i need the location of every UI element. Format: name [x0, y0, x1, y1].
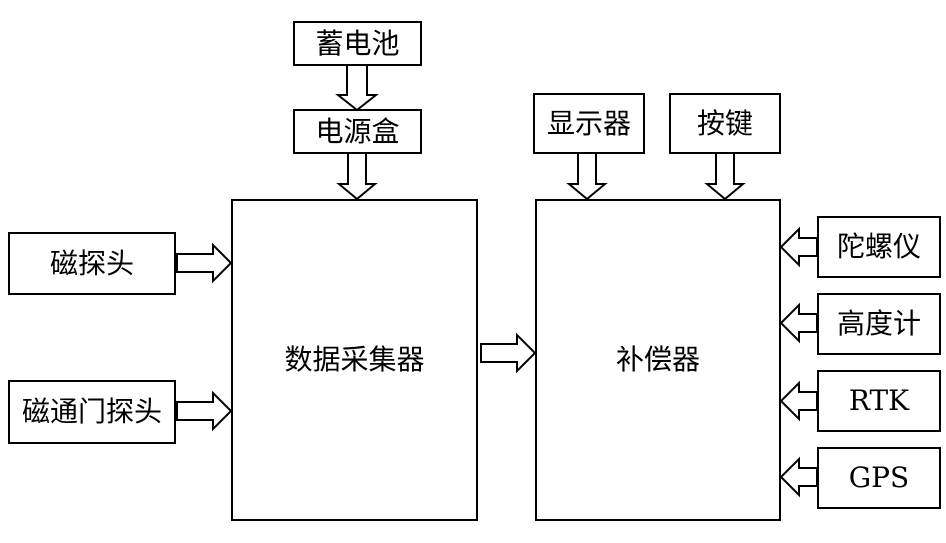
arrow-gyroscope-to-compensator	[779, 226, 818, 268]
arrow-altimeter-to-compensator	[779, 302, 818, 344]
altimeter-box: 高度计	[817, 293, 941, 355]
keys-box: 按键	[669, 93, 781, 154]
data-collector-box: 数据采集器	[231, 199, 478, 521]
altimeter-label: 高度计	[836, 307, 921, 340]
keys-label: 按键	[696, 106, 753, 140]
mag-probe-box: 磁探头	[8, 232, 176, 295]
arrow-display-to-compensator	[566, 152, 608, 201]
arrow-rtk-to-compensator	[779, 380, 818, 422]
arrow-keys-to-compensator	[704, 152, 746, 201]
data-collector-label: 数据采集器	[284, 343, 425, 376]
arrow-power-box-to-collector	[336, 152, 378, 201]
compensator-box: 补偿器	[535, 199, 781, 521]
battery-box: 蓄电池	[293, 21, 422, 66]
arrow-gps-to-compensator	[779, 456, 818, 498]
rtk-label: RTK	[848, 384, 910, 417]
mag-probe-label: 磁探头	[49, 246, 134, 280]
display-label: 显示器	[546, 106, 631, 140]
gps-label: GPS	[848, 461, 910, 494]
arrow-battery-to-power-box	[335, 64, 379, 112]
compensator-label: 补偿器	[615, 343, 700, 376]
gyroscope-box: 陀螺仪	[817, 216, 941, 278]
arrow-fluxgate-to-collector	[176, 390, 233, 432]
power-box-label: 电源盒	[315, 114, 400, 148]
display-box: 显示器	[533, 93, 645, 154]
gyroscope-label: 陀螺仪	[836, 230, 921, 263]
arrow-mag-probe-to-collector	[176, 242, 233, 284]
rtk-box: RTK	[817, 370, 941, 432]
fluxgate-probe-label: 磁通门探头	[21, 395, 162, 428]
power-box: 电源盒	[293, 109, 422, 154]
arrow-collector-to-compensator	[480, 332, 537, 374]
gps-box: GPS	[817, 447, 941, 509]
battery-label: 蓄电池	[315, 26, 400, 60]
fluxgate-probe-box: 磁通门探头	[8, 380, 176, 444]
